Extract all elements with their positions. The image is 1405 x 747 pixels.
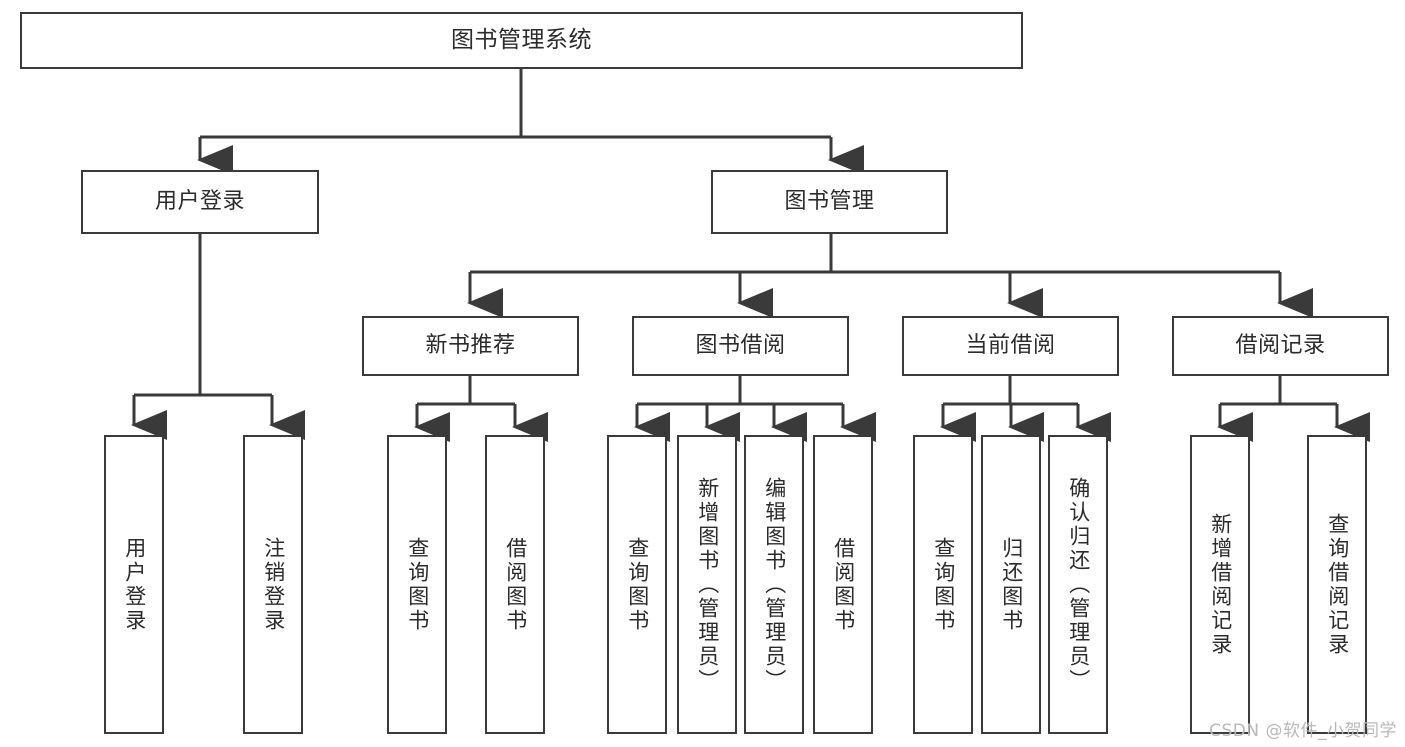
node-label: 新增图书（管理员）: [695, 476, 720, 693]
node-user-login[interactable]: 用户登录: [81, 170, 319, 234]
node-leaf-edit-book-admin[interactable]: 编辑图书（管理员）: [744, 435, 804, 734]
node-current-borrow[interactable]: 当前借阅: [902, 316, 1119, 376]
node-label: 用户登录: [154, 188, 245, 214]
node-label: 图书管理: [784, 188, 875, 214]
node-leaf-query-book-current[interactable]: 查询图书: [913, 435, 973, 734]
node-label: 新增借阅记录: [1208, 512, 1233, 657]
node-leaf-add-book-admin[interactable]: 新增图书（管理员）: [677, 435, 737, 734]
node-root-system[interactable]: 图书管理系统: [20, 12, 1023, 69]
node-label: 查询图书: [931, 536, 956, 633]
node-label: 查询图书: [625, 536, 650, 633]
node-leaf-user-login[interactable]: 用户登录: [104, 435, 164, 734]
node-book-borrow[interactable]: 图书借阅: [632, 316, 849, 376]
node-label: 图书借阅: [695, 332, 786, 358]
node-label: 注销登录: [261, 536, 286, 633]
node-leaf-borrow-book-rec[interactable]: 借阅图书: [485, 435, 545, 734]
node-label: 确认归还（管理员）: [1066, 476, 1091, 693]
node-label: 图书管理系统: [451, 26, 592, 53]
node-new-book-recommendation[interactable]: 新书推荐: [362, 316, 579, 376]
watermark-text: CSDN @软件_小贺同学: [1209, 721, 1397, 741]
node-label: 借阅图书: [831, 536, 856, 633]
node-label: 用户登录: [122, 536, 147, 633]
node-leaf-return-book[interactable]: 归还图书: [981, 435, 1041, 734]
node-leaf-borrow-book-borrow[interactable]: 借阅图书: [813, 435, 873, 734]
node-book-management[interactable]: 图书管理: [711, 170, 948, 234]
node-label: 当前借阅: [965, 332, 1056, 358]
node-leaf-query-borrow-record[interactable]: 查询借阅记录: [1307, 435, 1367, 734]
node-label: 查询借阅记录: [1325, 512, 1350, 657]
node-label: 归还图书: [999, 536, 1024, 633]
node-label: 编辑图书（管理员）: [762, 476, 787, 693]
node-label: 新书推荐: [425, 332, 516, 358]
node-borrow-record[interactable]: 借阅记录: [1172, 316, 1389, 376]
node-leaf-logout[interactable]: 注销登录: [243, 435, 303, 734]
node-label: 查询图书: [405, 536, 430, 633]
node-label: 借阅图书: [503, 536, 528, 633]
node-leaf-confirm-return-admin[interactable]: 确认归还（管理员）: [1048, 435, 1108, 734]
node-leaf-query-book-borrow[interactable]: 查询图书: [607, 435, 667, 734]
node-leaf-add-borrow-record[interactable]: 新增借阅记录: [1190, 435, 1250, 734]
node-label: 借阅记录: [1235, 332, 1326, 358]
node-leaf-query-book-rec[interactable]: 查询图书: [387, 435, 447, 734]
